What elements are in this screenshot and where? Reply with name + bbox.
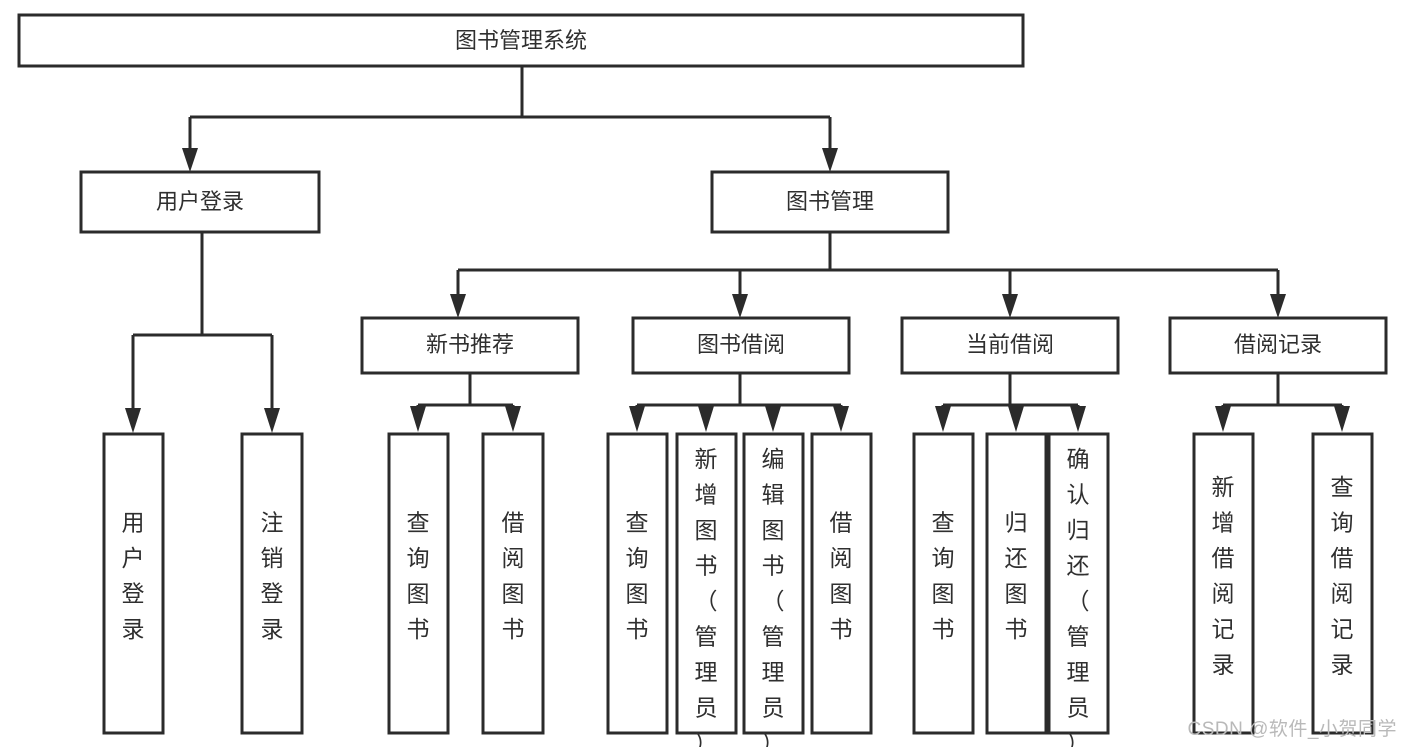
node-leaf-return-book[interactable]: 归还图书 (985, 432, 1048, 735)
node-book-manage[interactable]: 图书管理 (710, 170, 950, 234)
arrow-head-leaf-logout-login (264, 408, 280, 433)
node-borrow-record[interactable]: 借阅记录 (1168, 316, 1388, 375)
node-leaf-query-book-1-box[interactable] (387, 432, 450, 735)
node-leaf-borrow-book-2-label: 借阅图书 (830, 509, 853, 642)
node-book-borrow[interactable]: 图书借阅 (631, 316, 851, 375)
node-user-login-box[interactable] (79, 170, 321, 234)
node-leaf-edit-book-label: 编辑图书（管理员） (762, 446, 785, 747)
node-book-manage-box[interactable] (710, 170, 950, 234)
node-root-box[interactable] (17, 13, 1025, 68)
node-leaf-add-record-label: 新增借阅记录 (1212, 474, 1235, 678)
node-leaf-borrow-book-2-box[interactable] (810, 432, 873, 735)
node-leaf-add-record[interactable]: 新增借阅记录 (1192, 432, 1255, 735)
arrow-head-leaf-edit-book (765, 406, 781, 432)
arrow-head-borrow-record (1270, 294, 1286, 318)
arrow-head-leaf-confirm-return (1070, 406, 1086, 432)
arrow-head-current-borrow (1002, 294, 1018, 318)
node-leaf-user-login-box[interactable] (102, 432, 165, 735)
node-book-borrow-box[interactable] (631, 316, 851, 375)
node-leaf-add-book-box[interactable] (675, 432, 738, 735)
node-book-manage-label: 图书管理 (786, 189, 874, 214)
arrow-head-leaf-borrow-book-2 (833, 406, 849, 432)
node-leaf-logout-login-box[interactable] (240, 432, 304, 735)
watermark-text: CSDN @软件_小贺同学 (1187, 719, 1397, 740)
node-leaf-confirm-return-box[interactable] (1047, 432, 1110, 735)
node-leaf-user-login-label: 用户登录 (122, 509, 145, 642)
arrow-head-user-login (182, 148, 198, 172)
node-leaf-borrow-book-1-box[interactable] (481, 432, 545, 735)
node-leaf-query-book-2-box[interactable] (606, 432, 669, 735)
arrow-head-leaf-query-record (1334, 406, 1350, 432)
node-book-borrow-label: 图书借阅 (697, 332, 785, 357)
arrow-head-leaf-borrow-book-1 (505, 406, 521, 432)
arrow-head-new-book-recommend (450, 294, 466, 318)
node-leaf-borrow-book-2[interactable]: 借阅图书 (810, 432, 873, 735)
node-current-borrow-label: 当前借阅 (966, 332, 1054, 357)
node-new-book-recommend[interactable]: 新书推荐 (360, 316, 580, 375)
node-leaf-query-book-2-label: 查询图书 (626, 509, 649, 642)
node-leaf-logout-login[interactable]: 注销登录 (240, 432, 304, 735)
node-leaf-user-login[interactable]: 用户登录 (102, 432, 165, 735)
node-leaf-query-book-2[interactable]: 查询图书 (606, 432, 669, 735)
node-new-book-recommend-label: 新书推荐 (426, 332, 514, 357)
node-user-login[interactable]: 用户登录 (79, 170, 321, 234)
arrow-head-leaf-user-login (125, 408, 141, 433)
node-leaf-query-record-label: 查询借阅记录 (1331, 474, 1354, 678)
node-leaf-logout-login-label: 注销登录 (261, 509, 284, 642)
leaf-layer: 用户登录 注销登录 查询图书 借阅图书 查询图书 新增图书（管理员） (102, 432, 1374, 747)
node-leaf-query-record[interactable]: 查询借阅记录 (1311, 432, 1374, 735)
node-leaf-return-book-box[interactable] (985, 432, 1048, 735)
node-leaf-query-book-1[interactable]: 查询图书 (387, 432, 450, 735)
node-root-label: 图书管理系统 (455, 28, 587, 53)
node-leaf-borrow-book-1-label: 借阅图书 (502, 509, 525, 642)
arrow-head-leaf-add-record (1215, 406, 1231, 432)
node-current-borrow[interactable]: 当前借阅 (900, 316, 1120, 375)
node-new-book-recommend-box[interactable] (360, 316, 580, 375)
node-leaf-query-record-box[interactable] (1311, 432, 1374, 735)
arrow-head-leaf-query-book-1 (410, 406, 426, 432)
node-leaf-confirm-return[interactable]: 确认归还（管理员） (1047, 432, 1110, 747)
arrow-head-book-borrow (732, 294, 748, 318)
node-leaf-borrow-book-1[interactable]: 借阅图书 (481, 432, 545, 735)
arrow-head-leaf-query-book-2 (629, 406, 645, 432)
arrow-head-leaf-query-book-3 (935, 406, 951, 432)
node-leaf-query-book-1-label: 查询图书 (407, 509, 430, 642)
connector-layer (125, 66, 1350, 433)
node-current-borrow-box[interactable] (900, 316, 1120, 375)
node-root[interactable]: 图书管理系统 (17, 13, 1025, 68)
arrow-head-leaf-return-book (1008, 406, 1024, 432)
node-leaf-add-book[interactable]: 新增图书（管理员） (675, 432, 738, 747)
node-leaf-return-book-label: 归还图书 (1005, 509, 1028, 642)
arrow-head-leaf-add-book (698, 406, 714, 432)
node-leaf-edit-book[interactable]: 编辑图书（管理员） (742, 432, 805, 747)
node-user-login-label: 用户登录 (156, 189, 244, 214)
node-leaf-query-book-3-label: 查询图书 (932, 509, 955, 642)
node-leaf-query-book-3-box[interactable] (912, 432, 975, 735)
node-leaf-confirm-return-label: 确认归还（管理员） (1067, 446, 1090, 747)
node-borrow-record-label: 借阅记录 (1234, 332, 1322, 357)
node-leaf-query-book-3[interactable]: 查询图书 (912, 432, 975, 735)
node-borrow-record-box[interactable] (1168, 316, 1388, 375)
arrow-head-book-manage (822, 148, 838, 172)
node-leaf-add-record-box[interactable] (1192, 432, 1255, 735)
node-leaf-edit-book-box[interactable] (742, 432, 805, 735)
node-leaf-add-book-label: 新增图书（管理员） (695, 446, 718, 747)
